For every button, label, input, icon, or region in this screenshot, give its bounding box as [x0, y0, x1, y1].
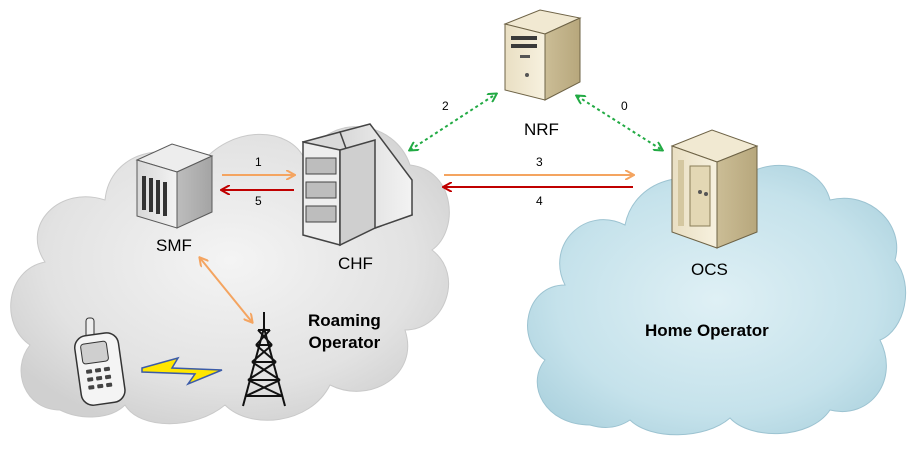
home-operator-label: Home Operator	[645, 321, 769, 340]
smf-label: SMF	[156, 236, 192, 255]
mobile-phone-icon	[74, 317, 126, 406]
roaming-operator-line1: Roaming	[308, 311, 381, 330]
roaming-operator-line2: Operator	[308, 333, 381, 352]
chf-label: CHF	[338, 254, 373, 273]
step-5-label: 5	[255, 194, 262, 208]
server-tower-icon	[503, 9, 582, 101]
lightning-icon	[141, 356, 223, 386]
ocs-label: OCS	[691, 260, 728, 279]
home-operator-cloud	[527, 164, 907, 436]
step-1-label: 1	[255, 155, 262, 169]
step-2-label: 2	[442, 99, 449, 113]
rack-server-icon	[135, 143, 214, 229]
charging-function-icon	[301, 123, 413, 247]
step-0-label: 0	[621, 99, 628, 113]
antenna-tower-icon	[242, 312, 286, 407]
arrow-smf-tower	[200, 258, 252, 322]
step-3-label: 3	[536, 155, 543, 169]
nrf-label: NRF	[524, 120, 559, 139]
arrow-step-0	[577, 96, 662, 150]
arrow-step-2	[410, 94, 496, 150]
step-4-label: 4	[536, 194, 543, 208]
roaming-operator-label: Roaming Operator	[308, 310, 381, 354]
mainframe-icon	[670, 129, 759, 249]
